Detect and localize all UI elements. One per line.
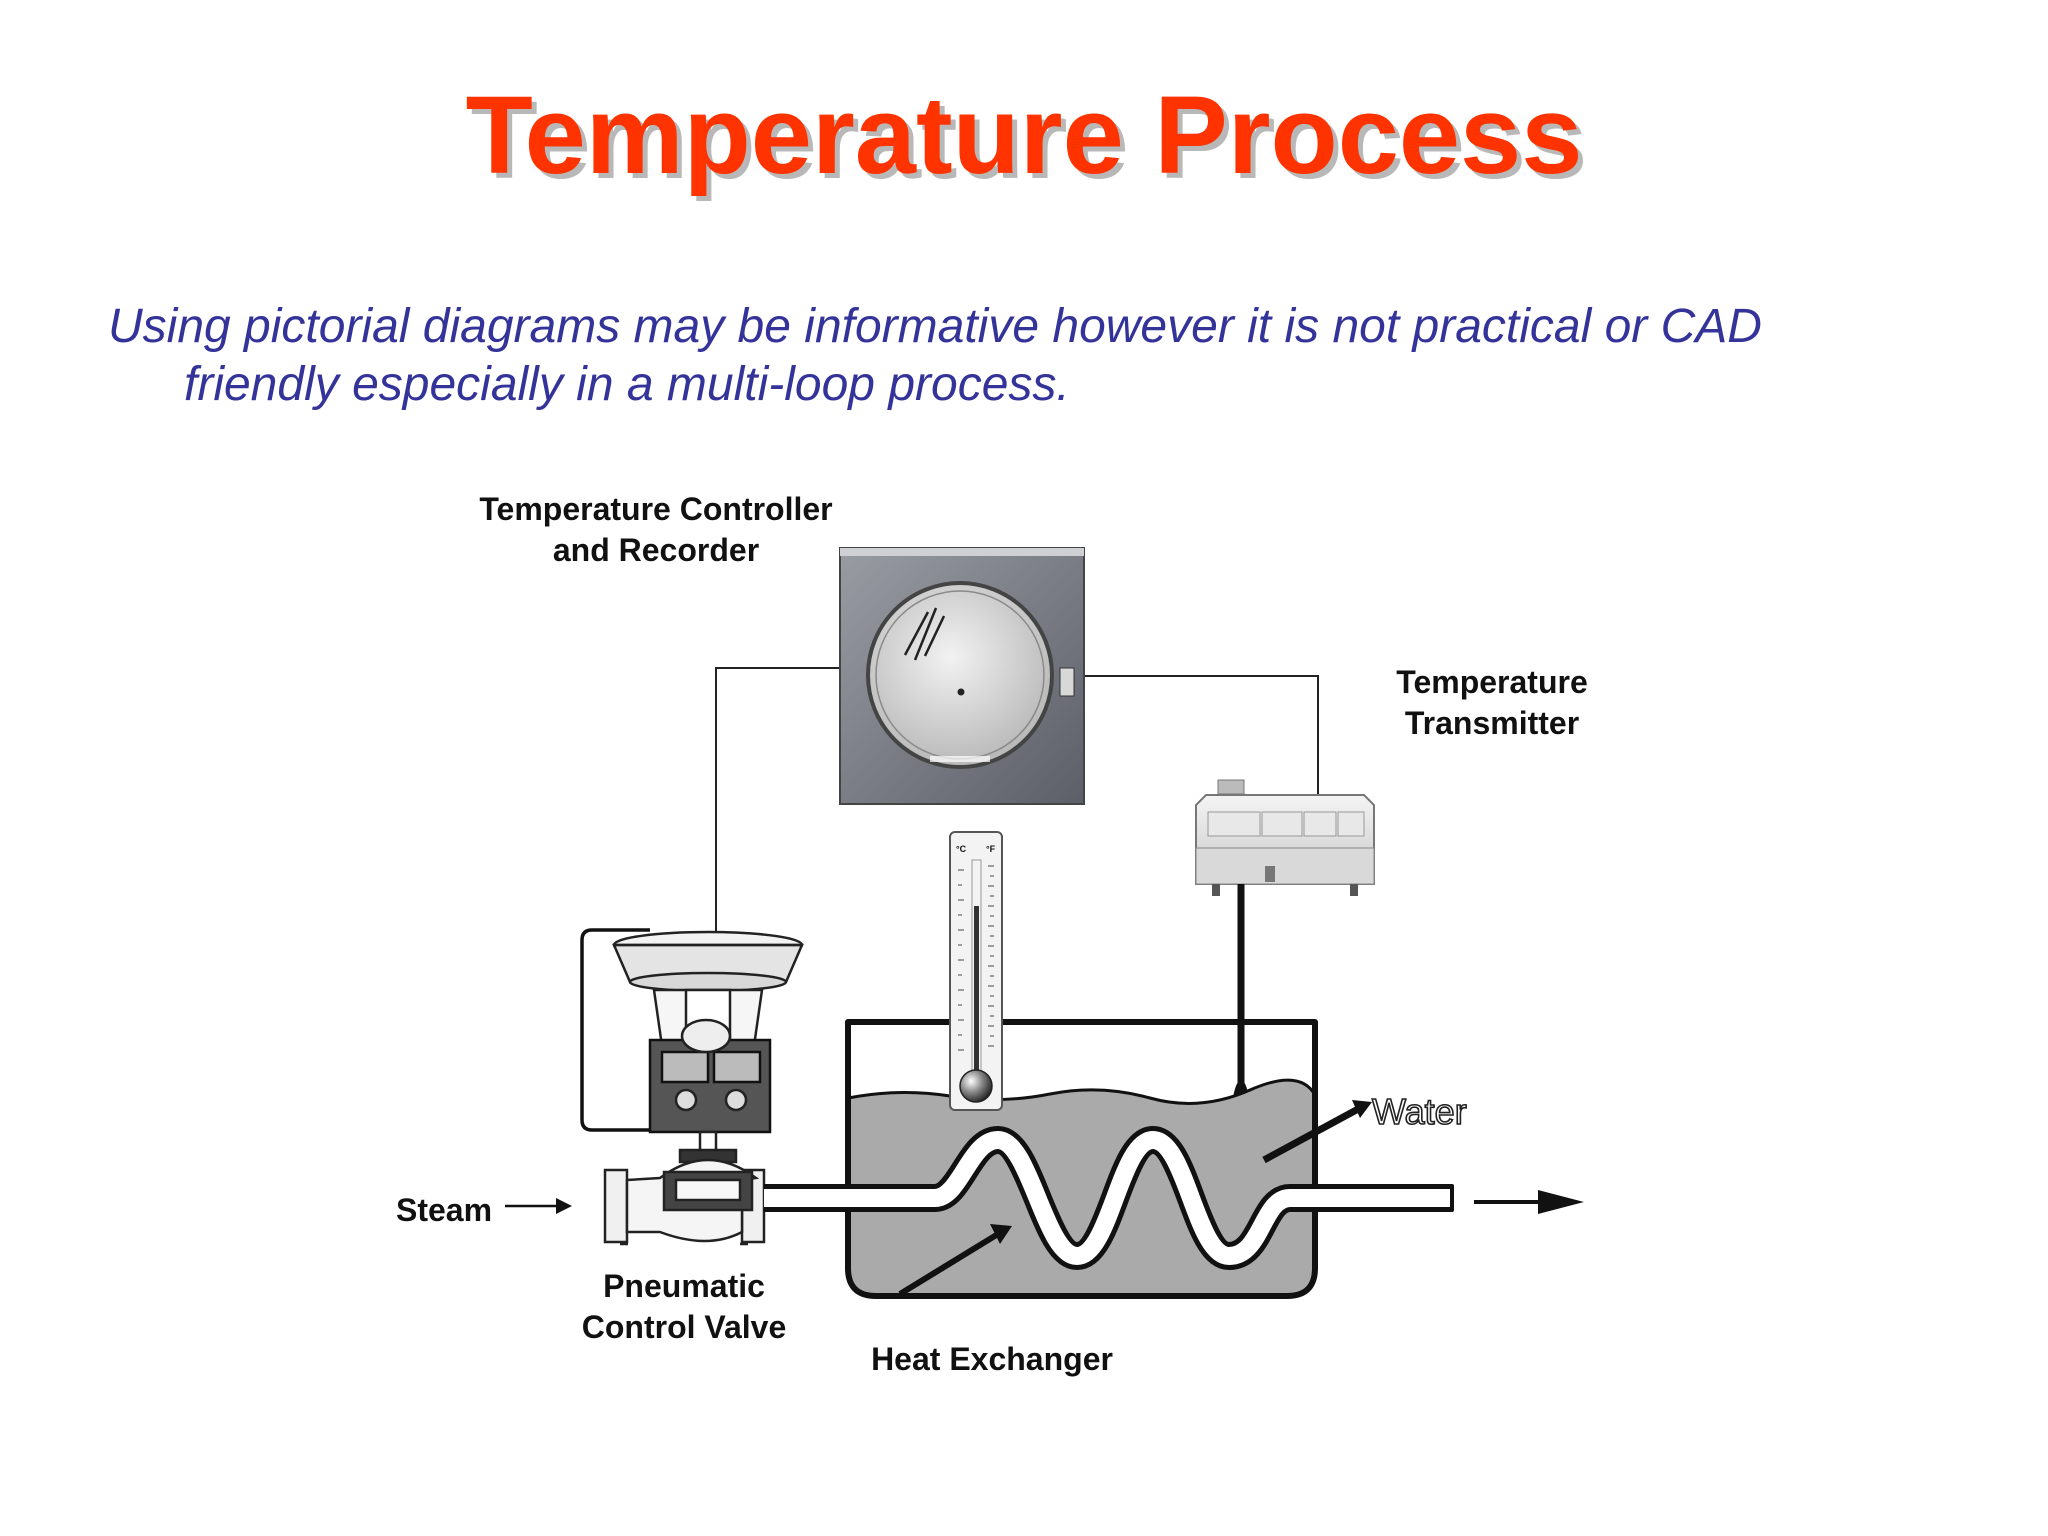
valve-label-line-2: Control Valve [582, 1309, 787, 1345]
valve-label-line-1: Pneumatic [603, 1268, 765, 1304]
thermometer-mercury-column [974, 906, 979, 1078]
subtitle-line-1: Using pictorial diagrams may be informat… [108, 300, 1762, 353]
heat-exchanger-label: Heat Exchanger [871, 1341, 1113, 1377]
transmitter-label-line-2: Transmitter [1405, 705, 1579, 741]
thermometer-scale-ticks [958, 865, 994, 1051]
water-pointer-line [1262, 1104, 1362, 1164]
outlet-pipe-end [1446, 1184, 1454, 1212]
tank-wall [845, 1019, 1318, 1299]
thermometer-fahrenheit-label: °F [986, 844, 996, 854]
temperature-controller-recorder [839, 547, 1085, 805]
controller-label-line-1: Temperature Controller [479, 491, 832, 527]
thermometer-celsius-label: °C [956, 844, 967, 854]
slide-subtitle: Using pictorial diagrams may be informat… [108, 298, 1948, 414]
recorder-side-slot [1059, 667, 1075, 697]
heat-exchanger-pointer-line [898, 1231, 1000, 1297]
heat-exchanger-coil [760, 1126, 1454, 1270]
steam-label: Steam [396, 1192, 492, 1228]
recorder-pens [903, 607, 946, 661]
recorder-chart-dial [866, 581, 1054, 769]
transmitter-label-line-1: Temperature [1396, 664, 1587, 700]
controller-label-line-2: and Recorder [553, 532, 759, 568]
subtitle-line-2: friendly especially in a multi-loop proc… [184, 358, 1070, 411]
water-surface [847, 1078, 1317, 1105]
thermometer: °C °F [949, 831, 1003, 1111]
pneumatic-control-valve [580, 928, 804, 1246]
signal-wires [715, 667, 1319, 932]
controller-to-valve-wire [715, 667, 840, 932]
thermometer-bulb [959, 1069, 993, 1103]
controller-to-transmitter-wire [1084, 675, 1319, 795]
slide-title: Temperature Process [465, 74, 1583, 197]
water-label: Water [1372, 1091, 1467, 1132]
flow-arrows [505, 1100, 1584, 1297]
